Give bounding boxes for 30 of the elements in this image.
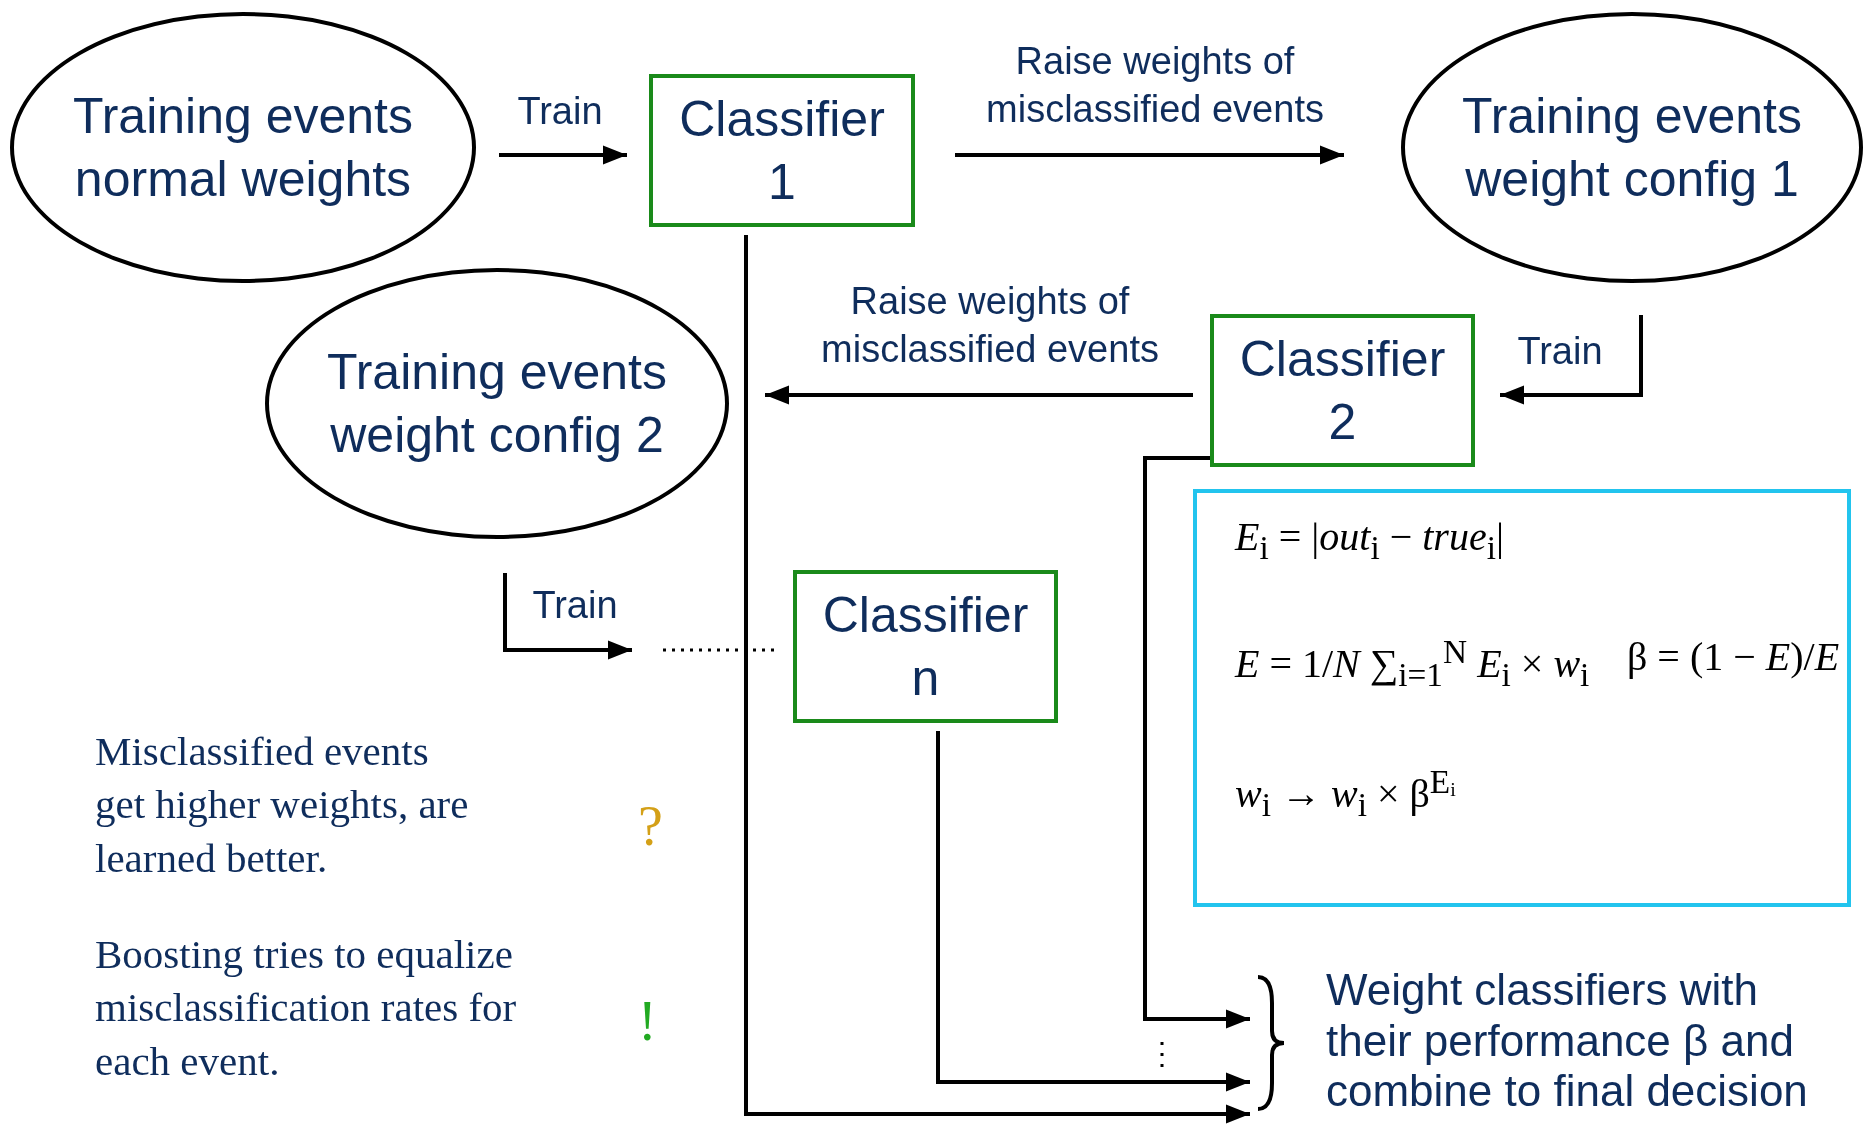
classifier-box	[649, 74, 915, 227]
formula: E = 1/N ∑$_{i=1}$$^{N}$ E$_{i}$ × w$_{i}$	[1235, 633, 1590, 695]
formula-box	[1193, 489, 1851, 907]
arrow	[936, 731, 1250, 1092]
arrow	[1143, 456, 1250, 1029]
node-label: Classifier 1	[678, 90, 886, 212]
node-label: Classifier 2	[1238, 330, 1447, 452]
classifier-box	[1210, 314, 1475, 467]
node-label: Training events weight config 1	[1461, 87, 1803, 209]
ellipse-node	[1401, 12, 1863, 283]
node-label: Classifier n	[821, 586, 1030, 708]
node-label: Training events normal weights	[72, 87, 414, 209]
formula: E$_{i}$ = |out$_{i}$ − true$_{i}$|	[1235, 513, 1504, 567]
arrow	[765, 385, 1193, 405]
arrow	[744, 235, 1250, 1124]
classifier-box	[793, 570, 1058, 723]
arrow	[955, 145, 1344, 165]
exclamation-mark: !	[638, 989, 658, 1054]
serif-note: Boosting tries to equalize misclassification rates for each event.	[95, 930, 518, 1086]
arrow	[1500, 315, 1643, 405]
ellipse-node	[265, 268, 729, 539]
serif-note: Misclassified events get higher weights, are learned better.	[95, 727, 470, 883]
decision-text: Weight classifiers with their performance β and combine to final decision	[1326, 965, 1809, 1117]
arrow	[503, 573, 632, 660]
ellipse-node	[10, 12, 476, 283]
node-label: Training events weight config 2	[326, 343, 668, 465]
arrow	[499, 145, 627, 165]
formula: w$_{i}$ → w$_{i}$ × β$^{Eᵢ}$	[1235, 763, 1456, 825]
question-mark: ?	[638, 794, 664, 859]
formula: β = (1 − E)/E	[1627, 633, 1840, 680]
